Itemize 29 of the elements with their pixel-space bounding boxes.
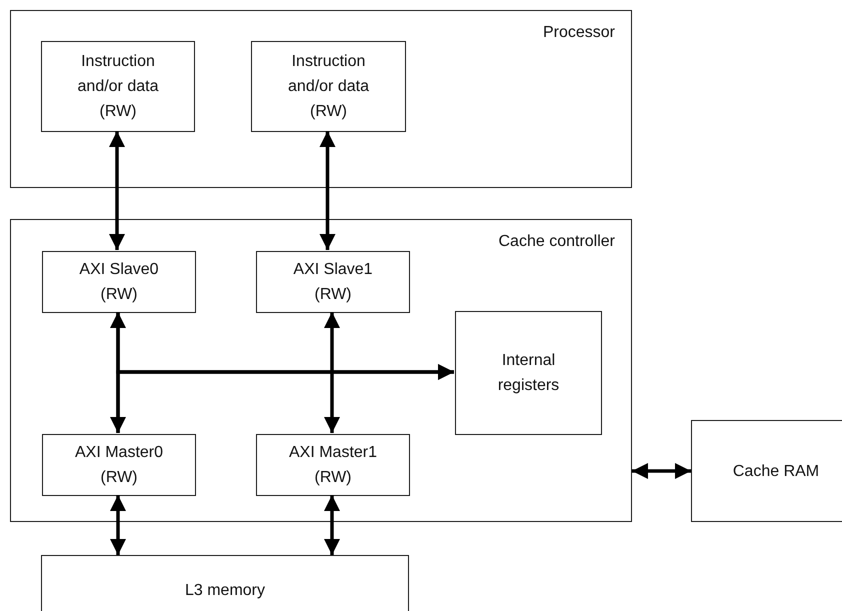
box-label: AXI Master0 (RW) — [74, 443, 164, 488]
block-box — [256, 434, 410, 496]
box-label: AXI Slave0 (RW) — [78, 260, 160, 305]
arrow — [110, 495, 126, 555]
container-box — [10, 219, 632, 522]
arrow — [116, 364, 454, 433]
box-label: L3 memory — [184, 580, 266, 600]
block-box — [41, 41, 195, 132]
box-label: AXI Master1 (RW) — [288, 443, 378, 488]
arrow — [109, 131, 125, 250]
block-box — [42, 251, 196, 313]
arrow — [320, 131, 336, 250]
group-title: Cache controller — [498, 232, 615, 252]
block-box — [42, 434, 196, 496]
arrow — [324, 495, 340, 555]
block-box — [41, 555, 409, 611]
box-label: Cache RAM — [732, 462, 820, 482]
box-label: AXI Slave1 (RW) — [292, 260, 374, 305]
arrow — [632, 463, 691, 479]
group-title: Processor — [542, 23, 615, 43]
container-box — [10, 10, 632, 188]
block-box — [691, 420, 842, 522]
box-label: Instruction and/or data (RW) — [287, 52, 370, 122]
box-label: Instruction and/or data (RW) — [76, 52, 160, 122]
box-label: Internal registers — [496, 351, 560, 396]
block-box — [256, 251, 410, 313]
block-box — [251, 41, 406, 132]
block-box — [455, 311, 602, 435]
arrow — [324, 312, 340, 433]
